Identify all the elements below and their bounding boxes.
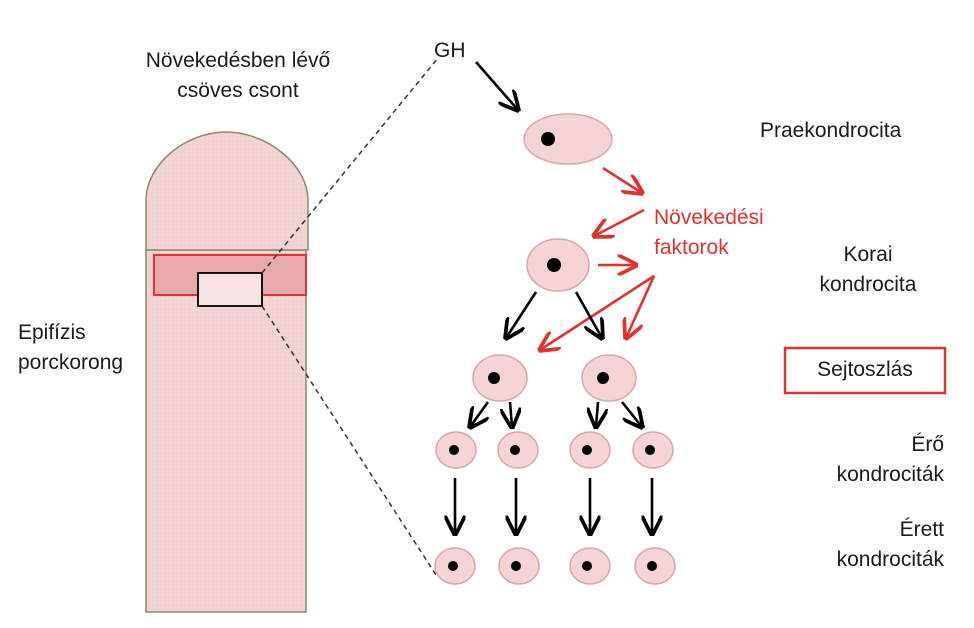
long-bone [145, 131, 309, 613]
arrows-to-maturing [470, 401, 642, 427]
early-chondrocyte-cell [526, 238, 590, 292]
epiphysis-line2: porckorong [18, 351, 124, 374]
stage-cell-division: Sejtoszlás [817, 358, 913, 381]
arrows-to-mature [455, 478, 652, 534]
growth-factors-label: Növekedési faktorok [654, 203, 764, 263]
maturing-cell [569, 431, 611, 469]
arrow-early-to-left [506, 291, 538, 338]
mature-cell [498, 547, 540, 585]
mature-cell [434, 547, 476, 585]
gh-label: GH [434, 39, 466, 62]
stage-early-chondrocyte: Korai kondrocita [798, 240, 938, 300]
red-arrow-to-early [594, 208, 645, 236]
stage-early-line1: Korai [843, 243, 893, 266]
growth-factors-line1: Növekedési [654, 206, 764, 229]
mature-cells [434, 547, 676, 585]
epiphysis-label: Epifízis porckorong [18, 318, 123, 378]
maturing-cell [497, 431, 539, 469]
red-arrow-to-factors [602, 166, 642, 193]
stage-prechondrocyte: Praekondrocita [760, 119, 902, 142]
stage-mature-line2: kondrociták [836, 548, 944, 571]
red-arrow-to-dividing-left [540, 274, 655, 350]
stage-maturing: Érő kondrociták [804, 430, 944, 490]
red-arrow-to-dividing-right [626, 275, 656, 338]
growth-factor-arrows [540, 166, 656, 350]
maturing-cell [632, 431, 674, 469]
prechondrocyte-cell [523, 113, 613, 165]
stage-early-line2: kondrocita [819, 273, 917, 296]
dividing-cell-left [472, 354, 528, 402]
maturing-cells [435, 431, 674, 469]
bone-title-line2: csöves csont [177, 79, 299, 102]
gh-arrow [475, 61, 518, 110]
early-chondrocyte-nucleus [547, 258, 561, 272]
bone-epiphysis-head [145, 131, 309, 251]
prechondrocyte-nucleus [541, 132, 555, 146]
zoom-line-top [261, 57, 439, 274]
mature-cell [634, 547, 676, 585]
bone-title: Növekedésben lévő csöves csont [118, 46, 358, 106]
dividing-cell-right [581, 354, 637, 402]
growth-factors-line2: faktorok [654, 236, 729, 259]
stage-maturing-line2: kondrociták [836, 463, 944, 486]
arrow-early-to-right [574, 291, 602, 338]
stage-mature: Érett kondrociták [804, 515, 944, 575]
cell-division-box [783, 346, 947, 395]
zoom-box [197, 272, 263, 307]
maturing-cell [435, 431, 477, 469]
bone-title-line1: Növekedésben lévő [145, 49, 331, 72]
epiphysis-line1: Epifízis [18, 321, 86, 344]
stage-mature-line1: Érett [899, 518, 944, 541]
stage-maturing-line1: Érő [911, 433, 944, 456]
mature-cell [569, 547, 611, 585]
